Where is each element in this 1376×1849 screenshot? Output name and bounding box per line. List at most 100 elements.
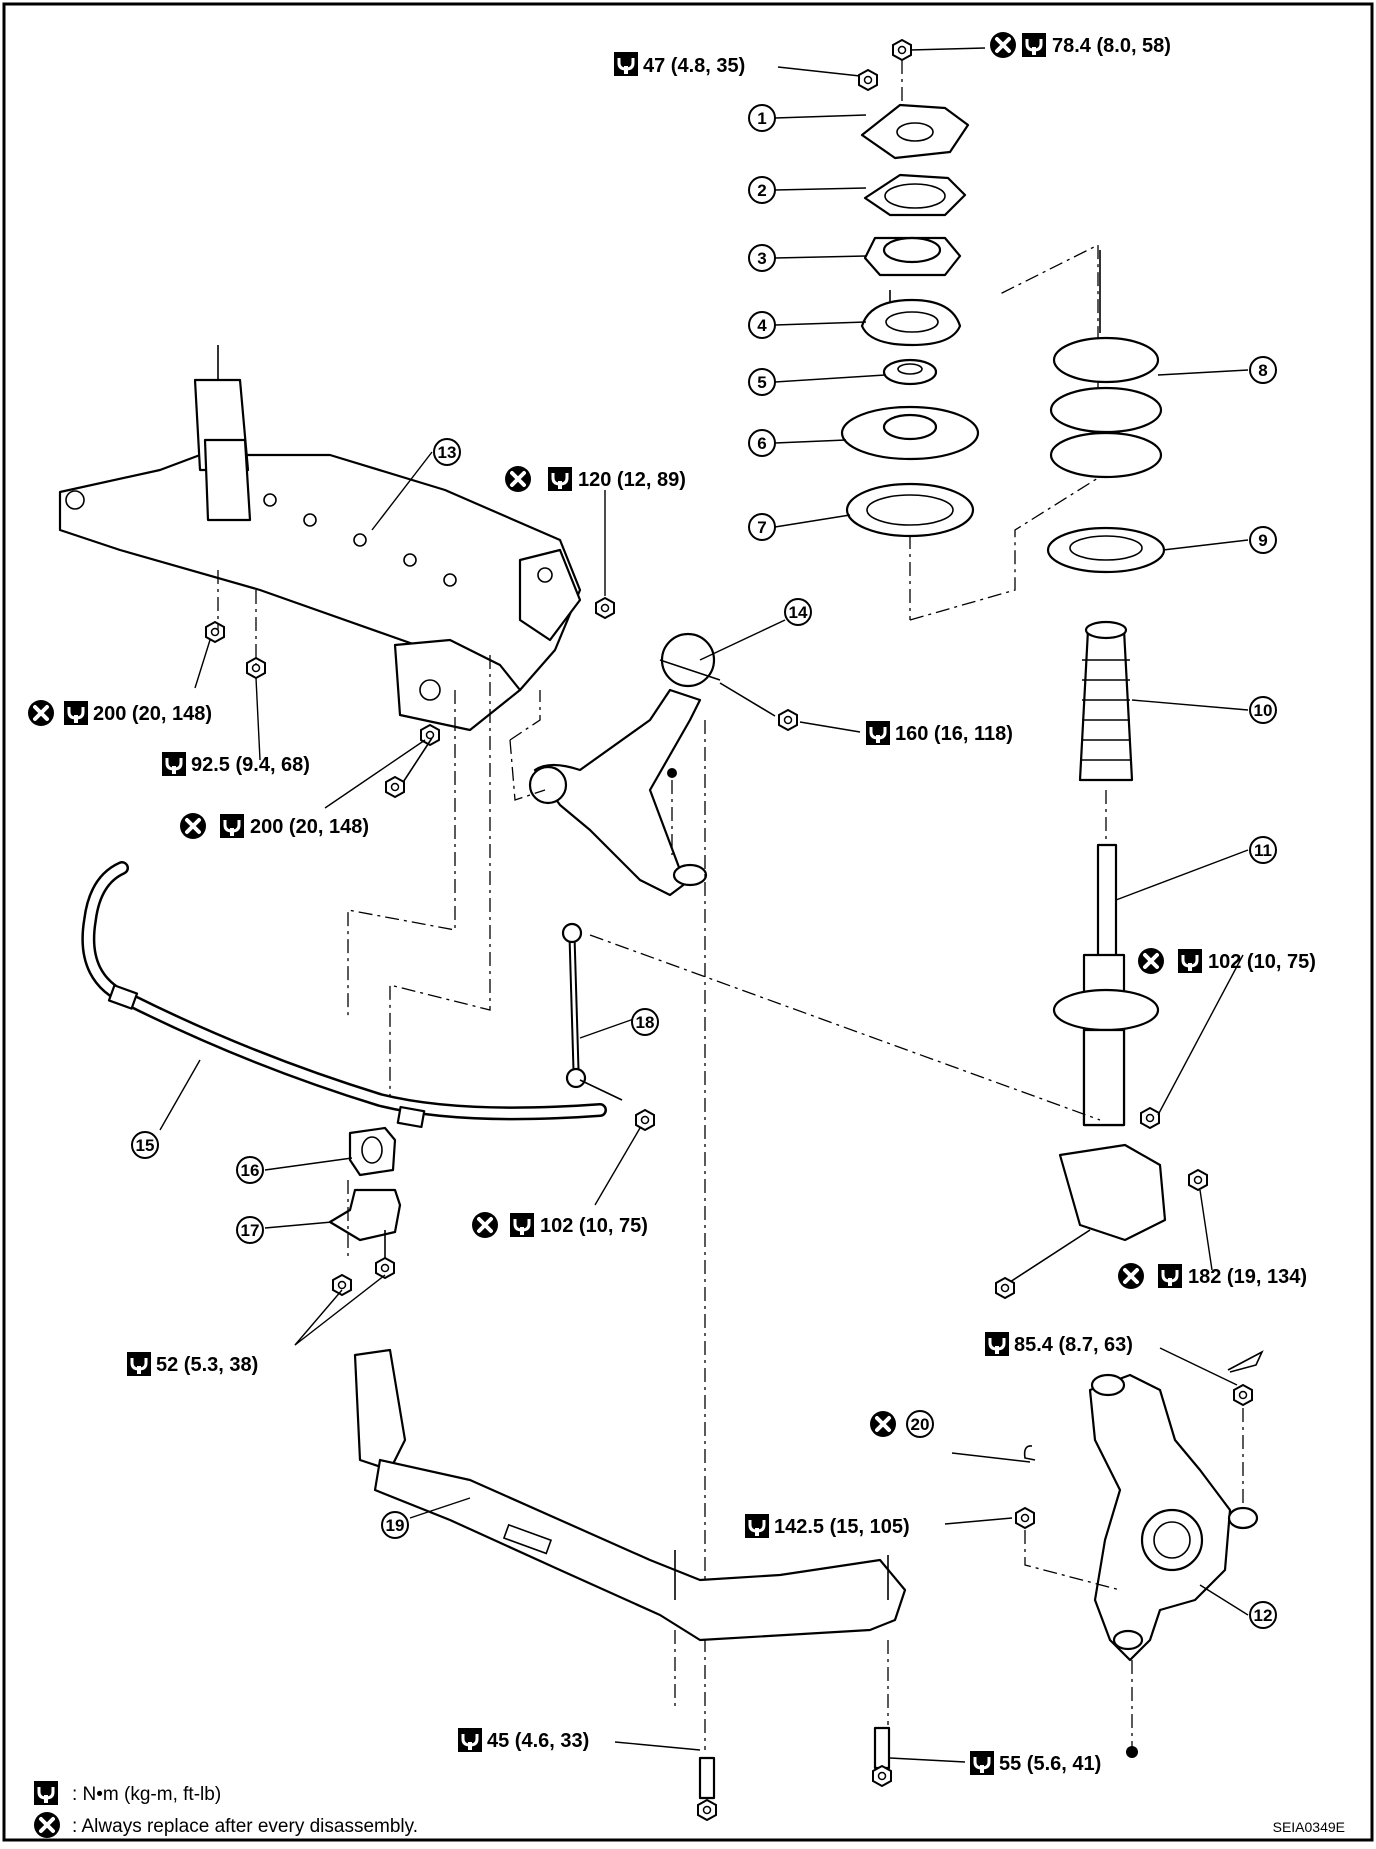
svg-text:160 (16, 118): 160 (16, 118) — [895, 723, 1013, 745]
torque-wrench-icon — [218, 812, 246, 840]
torque-wrench-icon — [1020, 31, 1048, 59]
svg-text:142.5 (15, 105): 142.5 (15, 105) — [774, 1516, 910, 1538]
torque-strut-link-nut: 102 (10, 75) — [1136, 946, 1316, 976]
callout-10: 10 — [1249, 696, 1277, 724]
torque-wrench-icon — [508, 1211, 536, 1239]
callout-17: 17 — [236, 1216, 264, 1244]
legend-torque-unit: : N•m (kg-m, ft-lb) — [72, 1784, 221, 1805]
part-14-transverse-link — [509, 632, 798, 897]
torque-balljoint-nut: 142.5 (15, 105) — [743, 1512, 910, 1540]
torque-wrench-icon — [546, 465, 574, 493]
torque-labels: 78.4 (8.0, 58) 47 (4.8, 35) 120 (12, 89)… — [26, 30, 1316, 1777]
callout-9: 9 — [1249, 526, 1277, 554]
part-8-coil-spring — [1052, 336, 1160, 384]
part-11-strut-rod — [1096, 843, 1118, 962]
torque-wrench-icon — [456, 1726, 484, 1754]
callout-1: 1 — [748, 104, 776, 132]
torque-wrench-icon — [983, 1330, 1011, 1358]
torque-stabilizer-clamp: 52 (5.3, 38) — [125, 1350, 258, 1378]
callout-20: 20 — [868, 1409, 934, 1439]
svg-text:200 (20, 148): 200 (20, 148) — [250, 816, 369, 838]
part-10-bound-bumper — [1078, 628, 1134, 782]
callout-numbers: 1 2 3 4 5 6 7 8 9 10 11 12 13 14 15 16 1… — [131, 104, 1277, 1629]
torque-lower-arm-bolt: 160 (16, 118) — [864, 719, 1013, 747]
svg-text:182 (19, 134): 182 (19, 134) — [1188, 1266, 1307, 1288]
svg-text:12: 12 — [1254, 1606, 1273, 1625]
svg-text:18: 18 — [636, 1013, 655, 1032]
callout-5: 5 — [748, 368, 776, 396]
torque-member-bolt-left: 45 (4.6, 33) — [456, 1726, 589, 1754]
callout-19: 19 — [381, 1511, 409, 1539]
svg-text:85.4 (8.7, 63): 85.4 (8.7, 63) — [1014, 1334, 1133, 1356]
svg-text:13: 13 — [438, 443, 457, 462]
svg-text:17: 17 — [241, 1221, 260, 1240]
svg-text:1: 1 — [757, 109, 766, 128]
replace-cross-icon — [868, 1409, 898, 1439]
replace-cross-icon — [32, 1810, 62, 1840]
torque-wrench-icon — [32, 1779, 60, 1807]
torque-strut-top-nut: 78.4 (8.0, 58) — [988, 30, 1171, 60]
part-13-front-suspension-member — [58, 345, 582, 732]
part-9-lower-seat — [1046, 526, 1166, 574]
strut-mount-stack — [840, 39, 1099, 621]
torque-knuckle-nut: 85.4 (8.7, 63) — [983, 1330, 1133, 1358]
part-5-bearing — [882, 358, 938, 386]
svg-text:2: 2 — [757, 181, 766, 200]
callout-15: 15 — [131, 1131, 159, 1159]
torque-wrench-icon — [968, 1749, 996, 1777]
svg-text:15: 15 — [136, 1136, 155, 1155]
torque-wrench-icon — [864, 719, 892, 747]
part-19-member-stay — [353, 1348, 907, 1821]
part-2-gasket — [863, 173, 967, 217]
svg-text:102 (10, 75): 102 (10, 75) — [1208, 951, 1316, 973]
torque-wrench-icon — [1176, 947, 1204, 975]
svg-text:14: 14 — [789, 603, 808, 622]
callout-14: 14 — [784, 598, 812, 626]
torque-strut-knuckle: 182 (19, 134) — [1116, 1261, 1307, 1291]
part-1-mounting-plate — [860, 103, 970, 160]
replace-cross-icon — [26, 698, 56, 728]
torque-wrench-icon — [1156, 1262, 1184, 1290]
svg-text:11: 11 — [1254, 841, 1272, 860]
legend: : N•m (kg-m, ft-lb) : Always replace aft… — [32, 1779, 1345, 1840]
svg-text:6: 6 — [757, 434, 766, 453]
svg-text:4: 4 — [757, 316, 767, 335]
svg-text:16: 16 — [241, 1161, 260, 1180]
legend-replace-note: : Always replace after every disassembly… — [72, 1816, 418, 1837]
callout-6: 6 — [748, 429, 776, 457]
part-12-steering-knuckle — [1015, 1350, 1264, 1758]
torque-crossmember-bolt-upper: 120 (12, 89) — [503, 464, 686, 494]
replace-cross-icon — [988, 30, 1018, 60]
torque-member-bolt-right: 55 (5.6, 41) — [968, 1749, 1101, 1777]
torque-wrench-icon — [62, 699, 90, 727]
svg-text:9: 9 — [1258, 531, 1267, 550]
torque-wrench-icon — [160, 750, 188, 778]
svg-text:92.5 (9.4, 68): 92.5 (9.4, 68) — [191, 754, 310, 776]
callout-2: 2 — [748, 176, 776, 204]
svg-text:200 (20, 148): 200 (20, 148) — [93, 703, 212, 725]
part-17-clamp — [328, 1188, 402, 1296]
replace-cross-icon — [470, 1210, 500, 1240]
svg-text:47 (4.8, 35): 47 (4.8, 35) — [643, 55, 745, 77]
torque-wrench-icon — [125, 1350, 153, 1378]
replace-cross-icon — [1136, 946, 1166, 976]
part-7-rubber-seat — [845, 482, 975, 538]
replace-cross-icon — [503, 464, 533, 494]
svg-text:10: 10 — [1254, 701, 1273, 720]
strut-assembly — [1046, 250, 1167, 1242]
replace-cross-icon — [178, 811, 208, 841]
svg-text:102 (10, 75): 102 (10, 75) — [540, 1215, 648, 1237]
callout-3: 3 — [748, 244, 776, 272]
callout-12: 12 — [1249, 1601, 1277, 1629]
leader-lines — [159, 47, 1249, 1763]
svg-text:55 (5.6, 41): 55 (5.6, 41) — [999, 1753, 1101, 1775]
callout-18: 18 — [631, 1008, 659, 1036]
torque-wrench-icon — [743, 1512, 771, 1540]
svg-text:120 (12, 89): 120 (12, 89) — [578, 469, 686, 491]
torque-crossmember-bolt-lower: 200 (20, 148) — [178, 811, 369, 841]
torque-crossmember-nut-left: 200 (20, 148) — [26, 698, 212, 728]
part-16-bushing — [348, 1126, 397, 1177]
